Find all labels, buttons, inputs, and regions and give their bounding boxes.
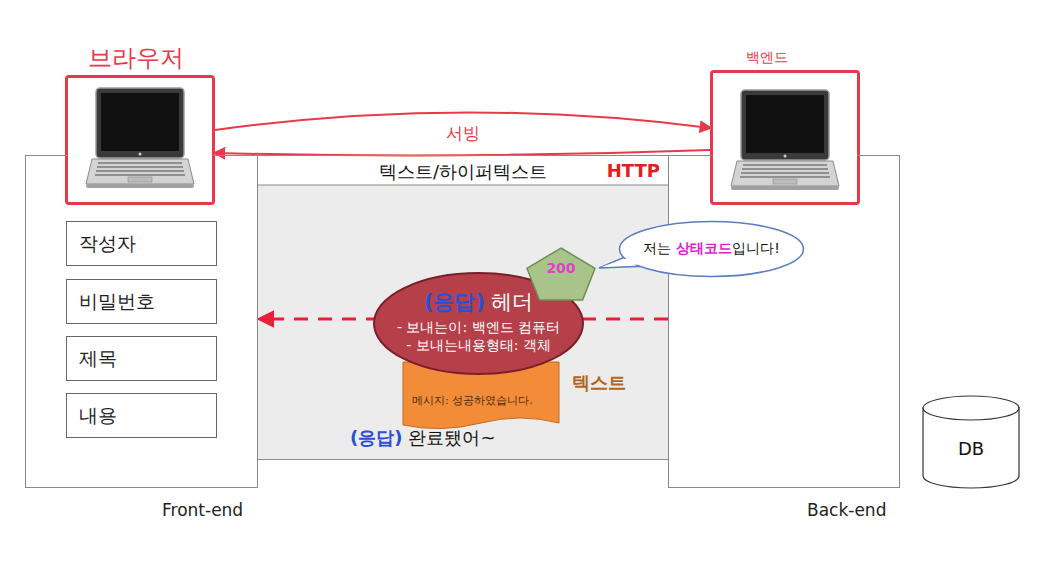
node-text: 입니다! xyxy=(732,240,780,258)
node-text: (응답) xyxy=(350,426,402,450)
node-text: Front-end xyxy=(162,500,243,520)
node-text: - 보내는내용형태: 객체 xyxy=(406,337,551,355)
backend-box: 백엔드 xyxy=(710,70,860,205)
laptop-ground xyxy=(68,78,212,202)
input-field: 작성자 xyxy=(66,221,217,266)
text-row: 제목 xyxy=(79,346,117,372)
node-text: 200 xyxy=(546,260,575,276)
node-text: 내용 xyxy=(79,403,117,429)
node-text: 메시지: 성공하였습니다. xyxy=(412,393,533,408)
text-row: 작성자 xyxy=(79,231,136,257)
http-body-ground xyxy=(258,185,668,460)
node-text: DB xyxy=(958,438,984,459)
http-channel: 텍스트/하이퍼텍스트HTTP(응답)완료됐어~200(응답)헤더- 보내는이: … xyxy=(258,155,668,460)
input-field: 제목 xyxy=(66,336,217,381)
node-text: 제목 xyxy=(79,346,117,372)
database-cylinder: DB xyxy=(922,395,1020,488)
text-row: 200 xyxy=(525,260,597,276)
input-field: 내용 xyxy=(66,393,217,438)
node-text: 저는 xyxy=(643,240,671,258)
node-text: 작성자 xyxy=(79,231,136,257)
node-text: 헤더 xyxy=(491,288,533,316)
node-text: 완료됐어~ xyxy=(408,426,495,450)
text-row: Back-end xyxy=(807,500,886,520)
text-row: Front-end xyxy=(162,500,243,520)
node-text: 비밀번호 xyxy=(79,289,155,315)
status-pentagon: 200 xyxy=(525,246,597,302)
laptop-icon xyxy=(86,88,194,188)
text-row: 텍스트/하이퍼텍스트 xyxy=(258,160,668,184)
laptop-ground xyxy=(713,73,857,202)
node-text: 상태코드 xyxy=(676,240,732,258)
text-row: 텍스트 xyxy=(572,371,626,395)
text-row: - 보내는이: 백엔드 컴퓨터 xyxy=(397,319,560,337)
text-row: (응답)완료됐어~ xyxy=(350,426,496,450)
text-row: 저는 상태코드입니다! xyxy=(643,240,780,258)
text-row: HTTP xyxy=(607,160,660,181)
text-row: 비밀번호 xyxy=(79,289,155,315)
text-row: 내용 xyxy=(79,403,117,429)
connector xyxy=(215,112,710,130)
text-row: 백엔드 xyxy=(746,49,788,67)
node-text: 브라우저 xyxy=(88,42,184,74)
band-divider xyxy=(258,185,668,186)
frontend-panel: Front-end작성자비밀번호제목내용 xyxy=(25,155,258,488)
node-text: 텍스트/하이퍼텍스트 xyxy=(379,160,547,184)
node-text: Back-end xyxy=(807,500,886,520)
browser-box: 브라우저 xyxy=(65,75,215,205)
text-row: 브라우저 xyxy=(88,42,184,74)
input-field: 비밀번호 xyxy=(66,279,217,324)
node-text: (응답) xyxy=(424,288,485,316)
text-row: - 보내는내용형태: 객체 xyxy=(406,337,551,355)
text-row: DB xyxy=(958,438,984,459)
node-text: 백엔드 xyxy=(746,49,788,67)
node-text: 텍스트 xyxy=(572,371,626,395)
text-row: 메시지: 성공하였습니다. xyxy=(412,393,533,408)
speech-bubble: 저는 상태코드입니다! xyxy=(618,220,805,278)
laptop-icon xyxy=(731,90,839,190)
edge-label: 서빙 xyxy=(442,122,484,145)
backend-panel: Back-end xyxy=(668,155,900,488)
node-text: - 보내는이: 백엔드 컴퓨터 xyxy=(397,319,560,337)
node-text: HTTP xyxy=(607,160,660,181)
text-row: (응답)헤더 xyxy=(424,288,533,316)
